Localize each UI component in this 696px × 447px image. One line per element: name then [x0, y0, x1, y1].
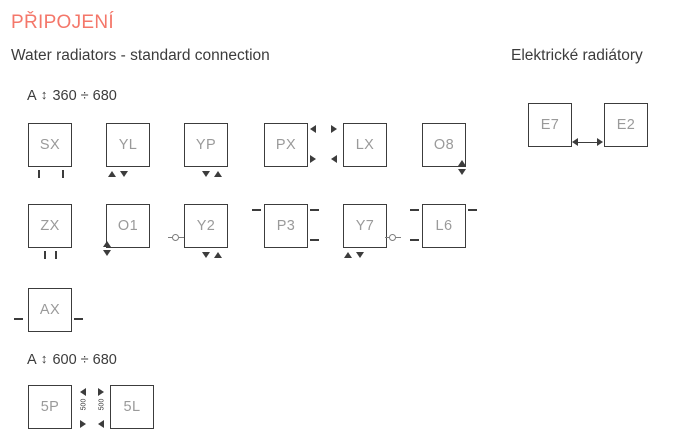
- connector-circle-y2: [172, 234, 179, 241]
- connector-circle-stub-inner-y7: [385, 237, 390, 239]
- arrow-head-left-icon: [572, 138, 578, 146]
- radiator-code-label: 5L: [123, 399, 141, 415]
- connector-dash-ax-right-bottom: [74, 318, 83, 320]
- connector-triangle-left-lx: [331, 155, 337, 163]
- connector-triangle-right-lx: [331, 125, 337, 133]
- connector-triangle-left-5p: [80, 388, 86, 396]
- connector-triangle-right-px: [310, 155, 316, 163]
- radiator-box-e7[interactable]: E7: [528, 103, 572, 147]
- radiator-code-label: O8: [433, 137, 455, 153]
- connector-triangle-up-yp: [214, 171, 222, 177]
- radiator-box-o1[interactable]: O1: [106, 204, 150, 248]
- radiator-code-label: ZX: [40, 218, 60, 234]
- radiator-box-px[interactable]: PX: [264, 123, 308, 167]
- connector-triangle-up-yl: [108, 171, 116, 177]
- connector-triangle-down-y7: [356, 252, 364, 258]
- radiator-box-5l[interactable]: 5L: [110, 385, 154, 429]
- radiator-box-sx[interactable]: SX: [28, 123, 72, 167]
- radiator-code-label: 5P: [40, 399, 60, 415]
- arrow-stem: [577, 141, 588, 144]
- dimension-label-5l: 500: [98, 398, 106, 411]
- radiator-code-label: PX: [275, 137, 297, 153]
- connector-circle-stub-y7: [396, 237, 401, 239]
- electric-section-subtitle: Elektrické radiátory: [511, 47, 643, 64]
- connector-circle-stub-inner-y2: [179, 237, 184, 239]
- connector-tick-zx-left: [44, 251, 46, 259]
- connector-dash-l6-left-top: [410, 209, 419, 211]
- connector-triangle-left-5l: [98, 420, 104, 428]
- radiator-code-label: Y7: [355, 218, 375, 234]
- group-label-a360: A ↕ 360 ÷ 680: [27, 87, 117, 104]
- connector-tick-sx-right: [62, 170, 64, 178]
- radiator-box-lx[interactable]: LX: [343, 123, 387, 167]
- radiator-code-label: O1: [117, 218, 139, 234]
- connector-triangle-up-y2: [214, 252, 222, 258]
- connector-dash-l6-left-bottom: [410, 239, 419, 241]
- radiator-box-y7[interactable]: Y7: [343, 204, 387, 248]
- connector-circle-stub-y2: [168, 237, 173, 239]
- group-label-prefix: A: [27, 88, 36, 104]
- radiator-box-p3[interactable]: P3: [264, 204, 308, 248]
- connector-triangle-down-y2: [202, 252, 210, 258]
- connector-arrow-right-e2: [588, 138, 604, 147]
- radiator-box-yl[interactable]: YL: [106, 123, 150, 167]
- connector-dash-p3-right-bottom: [310, 239, 319, 241]
- radiator-code-label: L6: [435, 218, 453, 234]
- group-label-value: 360 ÷ 680: [52, 88, 117, 104]
- radiator-code-label: LX: [355, 137, 375, 153]
- connector-dash-p3-left-top: [252, 209, 261, 211]
- group-label-a600: A ↕ 600 ÷ 680: [27, 351, 117, 368]
- radiator-code-label: E7: [540, 117, 560, 133]
- connector-triangle-down-yp: [202, 171, 210, 177]
- connector-triangle-up-y7: [344, 252, 352, 258]
- radiator-box-ax[interactable]: AX: [28, 288, 72, 332]
- radiator-box-zx[interactable]: ZX: [28, 204, 72, 248]
- water-section-subtitle: Water radiators - standard connection: [11, 47, 270, 64]
- connector-triangle-down-yl: [120, 171, 128, 177]
- connector-triangle-left-px: [310, 125, 316, 133]
- connector-dash-l6-right-top: [468, 209, 477, 211]
- arrow-head-right-icon: [597, 138, 603, 146]
- group-label-prefix: A: [27, 352, 36, 368]
- radiator-code-label: SX: [39, 137, 61, 153]
- connector-triangle-right-5l: [98, 388, 104, 396]
- radiator-box-e2[interactable]: E2: [604, 103, 648, 147]
- connector-dash-ax-left-bottom: [14, 318, 23, 320]
- radiator-box-5p[interactable]: 5P: [28, 385, 72, 429]
- connector-triangle-right-5p: [80, 420, 86, 428]
- connector-tick-sx-left: [38, 170, 40, 178]
- connector-double-arrow-o8: [458, 160, 467, 175]
- radiator-code-label: P3: [276, 218, 296, 234]
- radiator-code-label: Y2: [196, 218, 216, 234]
- connector-circle-y7: [389, 234, 396, 241]
- radiator-box-o8[interactable]: O8: [422, 123, 466, 167]
- radiator-code-label: AX: [39, 302, 61, 318]
- updown-arrow-icon: ↕: [40, 351, 48, 366]
- radiator-code-label: E2: [616, 117, 636, 133]
- page-title: PŘIPOJENÍ: [11, 12, 114, 33]
- arrow-stem: [588, 141, 599, 144]
- group-label-value: 600 ÷ 680: [52, 352, 117, 368]
- radiator-box-l6[interactable]: L6: [422, 204, 466, 248]
- radiator-code-label: YP: [195, 137, 217, 153]
- dimension-label-5p: 500: [80, 398, 88, 411]
- updown-arrow-icon: ↕: [40, 87, 48, 102]
- radiator-code-label: YL: [118, 137, 138, 153]
- connector-double-arrow-o1: [103, 241, 112, 256]
- connector-tick-zx-right: [55, 251, 57, 259]
- radiator-box-yp[interactable]: YP: [184, 123, 228, 167]
- connector-dash-p3-right-top: [310, 209, 319, 211]
- connector-arrow-left-e7: [572, 138, 588, 147]
- radiator-box-y2[interactable]: Y2: [184, 204, 228, 248]
